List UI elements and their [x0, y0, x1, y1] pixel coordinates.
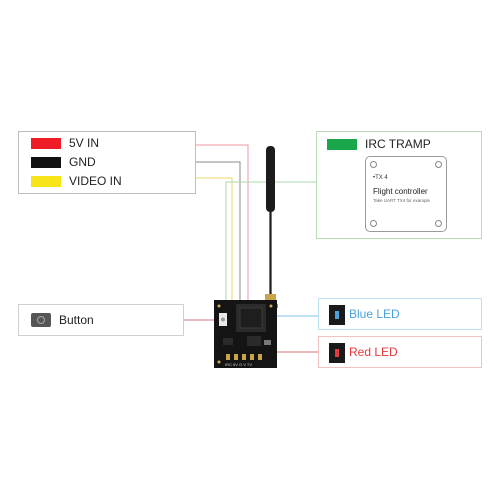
- irc-swatch: [327, 139, 357, 150]
- fc-title: Flight controller: [373, 187, 428, 196]
- button-box: Button: [18, 304, 184, 336]
- button-icon: [31, 313, 51, 327]
- blue-led-box: Blue LED: [318, 298, 482, 330]
- irc-title: IRC TRAMP: [365, 137, 431, 151]
- gnd-swatch: [31, 157, 61, 168]
- wire-video: [196, 177, 233, 300]
- mount-hole-icon: [435, 161, 442, 168]
- wire-irc: [225, 181, 316, 300]
- fc-pin-label: •TX 4: [373, 175, 388, 181]
- mount-hole-icon: [370, 161, 377, 168]
- board-silkscreen: IRC 5V G V TV: [225, 362, 252, 367]
- video-swatch: [31, 176, 61, 187]
- power-box: 5V IN GND VIDEO IN: [18, 131, 196, 194]
- red-led-box: Red LED: [318, 336, 482, 368]
- button-label: Button: [59, 313, 94, 327]
- red-led-label: Red LED: [349, 345, 398, 359]
- irc-tramp-box: IRC TRAMP •TX 4 Flight controller Take U…: [316, 131, 482, 239]
- 5v-swatch: [31, 138, 61, 149]
- fc-note: Take UART TX4 for example: [373, 198, 431, 203]
- flight-controller-card: •TX 4 Flight controller Take UART TX4 fo…: [365, 156, 447, 232]
- antenna-icon: [263, 146, 278, 308]
- vtx-board: IRC 5V G V TV: [214, 300, 277, 368]
- 5v-label: 5V IN: [69, 136, 100, 150]
- video-label: VIDEO IN: [69, 174, 122, 188]
- wire-gnd: [196, 161, 241, 300]
- blue-led-icon: [329, 305, 345, 325]
- wire-5v: [196, 144, 249, 300]
- blue-led-label: Blue LED: [349, 307, 400, 321]
- gnd-label: GND: [69, 155, 96, 169]
- mount-hole-icon: [370, 220, 377, 227]
- mount-hole-icon: [435, 220, 442, 227]
- red-led-icon: [329, 343, 345, 363]
